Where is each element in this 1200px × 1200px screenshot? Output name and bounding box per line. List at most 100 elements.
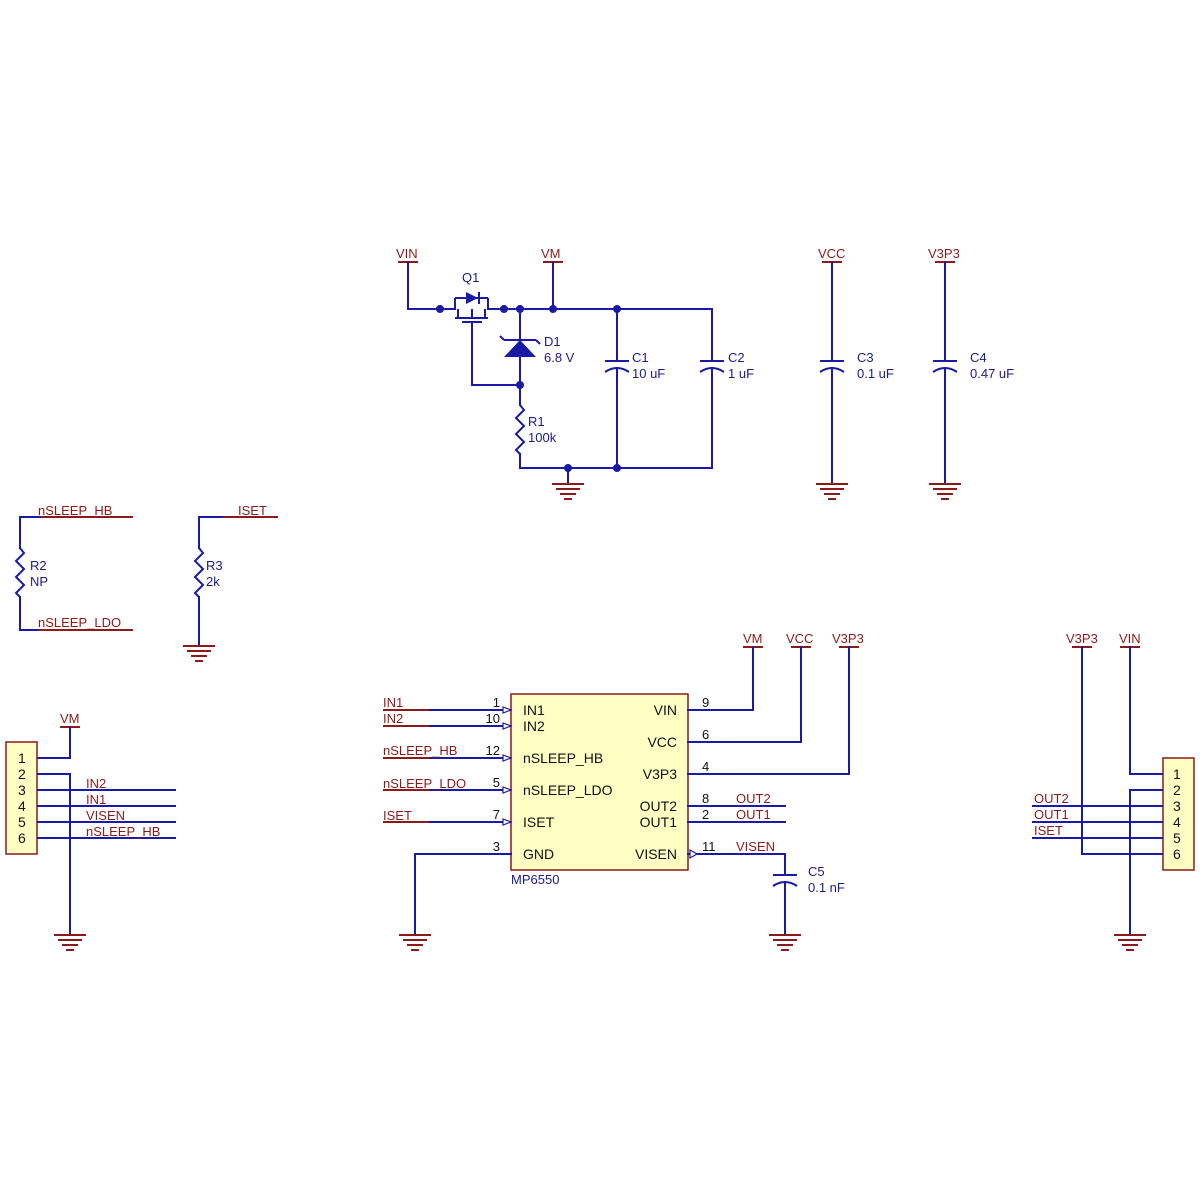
ic-right-pin-name: OUT2 (640, 798, 678, 814)
ic-left-pin-name: nSLEEP_LDO (523, 782, 613, 798)
net-label-ic-iset: ISET (383, 808, 412, 823)
ic-left-pin-name: IN1 (523, 702, 545, 718)
connector-left-pin-number: 1 (18, 750, 26, 766)
connector-right-pin-number: 3 (1173, 798, 1181, 814)
ic-right-pin-number: 8 (702, 791, 709, 806)
resistor-r3-symbol (193, 547, 205, 598)
r3-value: 2k (206, 574, 220, 589)
net-label-header-nsleep-hb: nSLEEP_HB (86, 824, 160, 839)
mosfet-q1-symbol (454, 292, 489, 323)
ic-right-pin-name: V3P3 (643, 766, 677, 782)
net-label-rheader-iset: ISET (1034, 823, 1063, 838)
ground-icon-header-left (54, 934, 86, 951)
ic-left-pin-number: 7 (493, 807, 500, 822)
connector-right-pin-number: 6 (1173, 846, 1181, 862)
ic-right-pin-number: 9 (702, 695, 709, 710)
q1-label: Q1 (462, 270, 479, 285)
resistor-r2-symbol (14, 547, 26, 598)
ic-mp6550-label: MP6550 (511, 872, 559, 887)
ic-right-pin-name: VCC (647, 734, 677, 750)
connector-left-pin-number: 2 (18, 766, 26, 782)
ground-icon-c5 (769, 934, 801, 951)
ic-right-pin-name: VISEN (635, 846, 677, 862)
net-label-r3-iset: ISET (238, 503, 267, 518)
power-label-vm: VM (541, 246, 561, 261)
net-label-ic-in2: IN2 (383, 711, 403, 726)
r2-value: NP (30, 574, 48, 589)
power-label-vm-ic: VM (743, 631, 763, 646)
power-label-v3p3-header: V3P3 (1066, 631, 1098, 646)
connector-right-pin-number: 4 (1173, 814, 1181, 830)
c5-label: C5 (808, 864, 825, 879)
connector-left-pin-number: 4 (18, 798, 26, 814)
net-label-rheader-out1: OUT1 (1034, 807, 1069, 822)
d1-value: 6.8 V (544, 350, 575, 365)
power-label-vin: VIN (396, 246, 418, 261)
net-label-header-in2: IN2 (86, 776, 106, 791)
ic-right-pin-number: 6 (702, 727, 709, 742)
r1-label: R1 (528, 414, 545, 429)
resistor-r1-symbol (514, 404, 526, 455)
ground-icon-c4 (929, 483, 961, 500)
connector-left-pin-number: 6 (18, 830, 26, 846)
c2-label: C2 (728, 350, 745, 365)
c4-label: C4 (970, 350, 987, 365)
ic-left-pin-number: 12 (486, 743, 500, 758)
ic-left-pin-name: GND (523, 846, 554, 862)
net-label-ic-in1: IN1 (383, 695, 403, 710)
ic-left-pins: 1 IN1 10 IN2 12 nSLEEP_HB 5 nSLEEP_LDO 7 ISET 3 GND (383, 695, 613, 862)
ground-icon-r3 (183, 645, 215, 662)
ground-icon-c3 (816, 483, 848, 500)
net-label-header-visen: VISEN (86, 808, 125, 823)
ic-right-pin-number: 11 (702, 839, 716, 854)
ic-right-pin-name: VIN (654, 702, 677, 718)
ic-left-pin-name: IN2 (523, 718, 545, 734)
net-label-r2-nsleep-hb: nSLEEP_HB (38, 503, 112, 518)
ic-input-arrow-icon (502, 722, 513, 730)
ic-left-pin-number: 3 (493, 839, 500, 854)
ic-left-pin-number: 10 (486, 711, 500, 726)
c1-label: C1 (632, 350, 649, 365)
ic-input-arrow-icon (502, 706, 513, 714)
ground-icon-top (552, 483, 584, 500)
c4-value: 0.47 uF (970, 366, 1014, 381)
power-label-v3p3-top: V3P3 (928, 246, 960, 261)
r1-value: 100k (528, 430, 557, 445)
ic-left-pin-name: nSLEEP_HB (523, 750, 603, 766)
net-label-ic-out2: OUT2 (736, 791, 771, 806)
net-label-ic-nsleep-hb: nSLEEP_HB (383, 743, 457, 758)
connector-right-pin-number: 2 (1173, 782, 1181, 798)
ic-left-pin-number: 1 (493, 695, 500, 710)
ic-right-pin-name: OUT1 (640, 814, 678, 830)
ground-icon-ic (399, 934, 431, 951)
ic-input-arrow-icon (502, 786, 513, 794)
connector-left-pin-number: 5 (18, 814, 26, 830)
connector-left-pin-number: 3 (18, 782, 26, 798)
r3-label: R3 (206, 558, 223, 573)
ic-input-arrow-icon (502, 754, 513, 762)
ic-mp6550-body (510, 693, 689, 871)
r2-label: R2 (30, 558, 47, 573)
connector-right-header (1162, 757, 1195, 871)
net-label-rheader-out2: OUT2 (1034, 791, 1069, 806)
ic-right-pin-number: 4 (702, 759, 709, 774)
ic-left-pin-number: 5 (493, 775, 500, 790)
power-label-vin-header: VIN (1119, 631, 1141, 646)
ic-left-pin-name: ISET (523, 814, 555, 830)
connector-right-pin-number: 1 (1173, 766, 1181, 782)
c2-value: 1 uF (728, 366, 754, 381)
ground-icon-header-right (1114, 934, 1146, 951)
connector-right-pin-number: 5 (1173, 830, 1181, 846)
ic-visen-arrow-icon (689, 848, 699, 860)
junction-q1-source (436, 305, 444, 313)
net-label-ic-visen: VISEN (736, 839, 775, 854)
power-label-vcc-ic: VCC (786, 631, 813, 646)
zener-d1-symbol (499, 335, 541, 357)
ic-input-arrow-icon (502, 818, 513, 826)
power-label-v3p3-ic: V3P3 (832, 631, 864, 646)
net-label-ic-out1: OUT1 (736, 807, 771, 822)
power-label-vcc-top: VCC (818, 246, 845, 261)
